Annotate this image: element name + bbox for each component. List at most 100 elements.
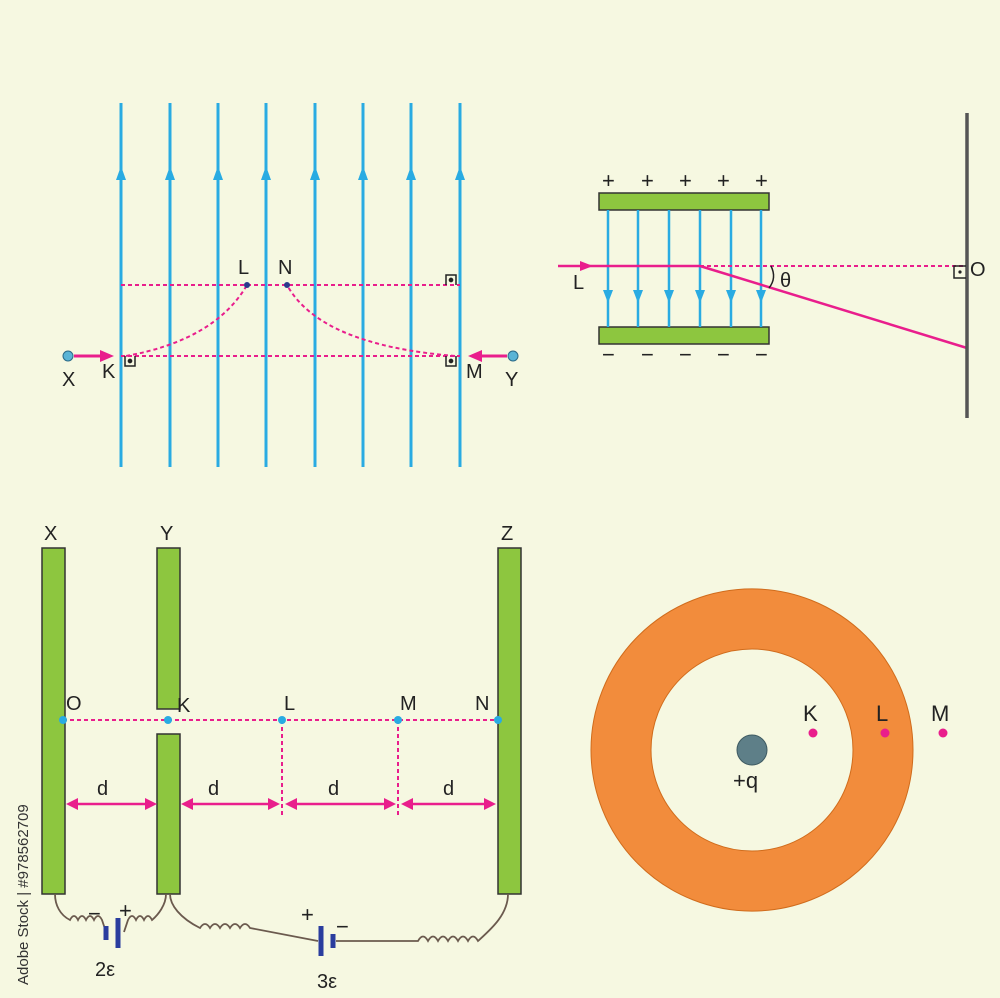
- label-K: K: [803, 701, 818, 726]
- plate-field-lines: [606, 210, 763, 327]
- trajectory-M-to-N: [286, 284, 456, 357]
- field-arrowhead: [310, 166, 320, 180]
- minus-sign: −: [679, 342, 692, 367]
- battery1-plus: +: [119, 898, 132, 923]
- battery-3e: [318, 926, 336, 956]
- field-arrowhead: [455, 166, 465, 180]
- point-M: [938, 728, 948, 738]
- battery2-plus: +: [301, 902, 314, 927]
- label-O: O: [66, 693, 82, 715]
- distance-arrowhead: [384, 798, 396, 810]
- label-Y: Y: [505, 369, 518, 391]
- battery1-emf: 2ε: [95, 959, 115, 981]
- label-L: L: [573, 272, 584, 294]
- label-K: K: [177, 695, 191, 717]
- label-plate-Y: Y: [160, 523, 173, 545]
- plate-field-arrowhead: [633, 290, 643, 303]
- particle-Y: [507, 350, 519, 362]
- minus-sign: −: [602, 342, 615, 367]
- bottom-plate: [598, 326, 770, 345]
- distance-label: d: [208, 778, 219, 800]
- stock-credit: Adobe Stock | #978562709: [15, 804, 32, 985]
- plate-field-arrowheads: [603, 290, 766, 303]
- distance-label: d: [97, 778, 108, 800]
- incoming-arrowhead: [580, 261, 593, 271]
- point-K: [808, 728, 818, 738]
- label-M: M: [400, 693, 417, 715]
- plus-sign: +: [602, 168, 615, 193]
- plate-field-arrowhead: [726, 290, 736, 303]
- label-O: O: [970, 259, 986, 281]
- battery2-minus: −: [336, 914, 349, 939]
- plate-field-arrowhead: [664, 290, 674, 303]
- plus-sign: +: [717, 168, 730, 193]
- charge-sphere: [736, 734, 768, 766]
- panel-field-lines: X K L N M Y: [62, 103, 519, 467]
- minus-sign: −: [641, 342, 654, 367]
- minus-sign: −: [717, 342, 730, 367]
- point-L: [880, 728, 890, 738]
- distance-label: d: [328, 778, 339, 800]
- right-angle-marker: [445, 274, 457, 285]
- point-N: [494, 716, 502, 724]
- panel-deflection: + + + + + − − − − −: [558, 113, 986, 418]
- plate-field-arrowhead: [603, 290, 613, 303]
- top-plate: [598, 192, 770, 211]
- right-angle-dot: [448, 358, 454, 364]
- distance-arrowhead: [484, 798, 496, 810]
- right-angle-marker: [124, 356, 136, 367]
- distance-arrowhead: [401, 798, 413, 810]
- theta-arc: [768, 265, 775, 289]
- right-angle-dot: [448, 277, 454, 283]
- plate-Y-upper: [156, 547, 181, 710]
- label-X: X: [62, 369, 75, 391]
- distance-label: d: [443, 778, 454, 800]
- field-arrowhead: [213, 166, 223, 180]
- battery2-emf: 3ε: [317, 971, 337, 993]
- field-arrowhead: [406, 166, 416, 180]
- distance-arrowhead: [285, 798, 297, 810]
- field-arrowhead: [116, 166, 126, 180]
- battery-2e: [103, 918, 121, 948]
- field-arrowheads: [116, 166, 465, 180]
- distance-arrowhead: [66, 798, 78, 810]
- wire-battery2-to-Z: [336, 893, 509, 943]
- plate-field-arrowhead: [695, 290, 705, 303]
- wire-Y-to-battery2: [169, 893, 319, 942]
- label-M: M: [466, 361, 483, 383]
- battery1-minus: −: [88, 901, 101, 926]
- plus-sign: +: [679, 168, 692, 193]
- velocity-arrowhead-X: [100, 350, 114, 362]
- label-theta: θ: [780, 270, 791, 292]
- label-K: K: [102, 361, 116, 383]
- distance-arrows: [66, 798, 496, 810]
- point-N: [284, 282, 290, 288]
- plate-field-arrowhead: [756, 290, 766, 303]
- right-angle-markers: [124, 274, 457, 367]
- right-angle-dot: [958, 270, 962, 274]
- wire-battery1-to-Y: [123, 893, 167, 933]
- label-M: M: [931, 701, 949, 726]
- plus-sign: +: [641, 168, 654, 193]
- label-L: L: [238, 257, 249, 279]
- point-K: [164, 716, 172, 724]
- conducting-shell: [590, 588, 914, 912]
- velocity-arrowhead-Y: [468, 350, 482, 362]
- plate-Y-lower: [156, 733, 181, 895]
- point-M: [394, 716, 402, 724]
- right-angle-dot: [127, 358, 133, 364]
- field-arrowhead: [261, 166, 271, 180]
- minus-sign: −: [755, 342, 768, 367]
- field-arrowhead: [358, 166, 368, 180]
- charge-label: +q: [733, 768, 758, 793]
- right-angle-marker: [953, 265, 966, 279]
- right-angle-marker: [445, 356, 457, 367]
- plus-sign: +: [755, 168, 768, 193]
- distance-arrowhead: [145, 798, 157, 810]
- wire-X-to-battery1: [54, 893, 107, 933]
- label-N: N: [475, 693, 489, 715]
- distance-arrowhead: [268, 798, 280, 810]
- minus-signs: − − − − −: [602, 342, 768, 367]
- label-plate-Z: Z: [501, 523, 513, 545]
